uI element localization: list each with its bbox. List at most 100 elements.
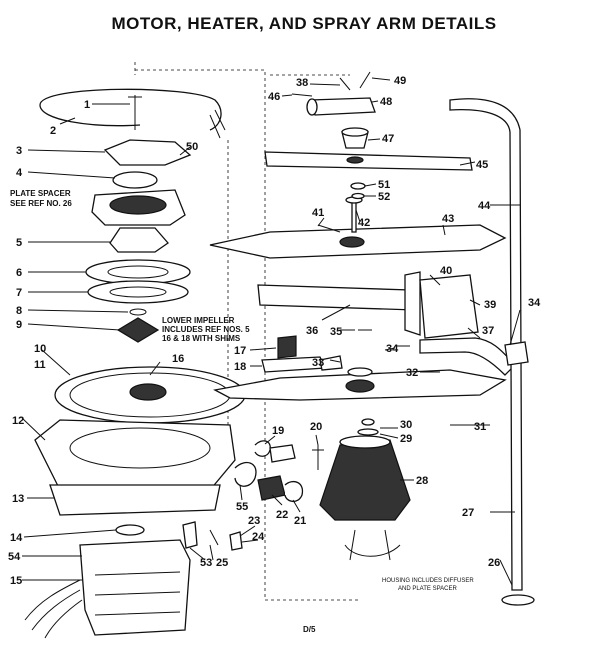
callout-16: 16 [172, 353, 184, 365]
note-plate-spacer-2: SEE REF NO. 26 [10, 199, 72, 208]
fitting [312, 445, 324, 470]
washer-29 [357, 428, 379, 436]
motor-seal [115, 524, 145, 536]
clip [269, 444, 296, 463]
callout-42: 42 [358, 217, 370, 229]
callout-36: 36 [306, 325, 318, 337]
callout-32: 32 [406, 367, 418, 379]
callout-44: 44 [478, 200, 491, 212]
callout-39: 39 [484, 299, 496, 311]
callout-26: 26 [488, 557, 500, 569]
callout-37: 37 [482, 325, 494, 337]
tube-bracket [404, 271, 421, 336]
callout-21: 21 [294, 515, 306, 527]
callout-50: 50 [186, 141, 198, 153]
callout-47: 47 [382, 133, 394, 145]
callout-34-center: 34 [386, 343, 399, 355]
bracket-plate [103, 139, 192, 166]
callout-23: 23 [248, 515, 260, 527]
callout-18: 18 [234, 361, 246, 373]
spray-arm-nut [347, 367, 373, 377]
callout-51: 51 [378, 179, 390, 191]
callout-15: 15 [10, 575, 22, 587]
callout-19: 19 [272, 425, 284, 437]
screw-25 [209, 529, 219, 546]
water-tube [257, 284, 416, 311]
motor [79, 539, 191, 636]
note-housing-2: AND PLATE SPACER [398, 586, 457, 592]
callout-8: 8 [16, 305, 22, 317]
hose [257, 475, 286, 501]
screw [128, 95, 142, 130]
callout-12: 12 [12, 415, 24, 427]
screw-41 [317, 224, 341, 233]
callout-6: 6 [16, 267, 22, 279]
clamp [254, 440, 271, 457]
mounting-plate [419, 274, 479, 339]
callout-49: 49 [394, 75, 406, 87]
nut-30 [361, 418, 375, 426]
callout-5: 5 [16, 237, 22, 249]
callout-33: 33 [312, 357, 324, 369]
callout-22: 22 [276, 509, 288, 521]
inlet-pipe [419, 337, 516, 376]
note-plate-spacer-1: PLATE SPACER [10, 189, 71, 198]
callout-27: 27 [462, 507, 474, 519]
lower-impeller [116, 317, 160, 343]
callout-35: 35 [330, 326, 342, 338]
callout-52: 52 [378, 191, 390, 203]
seal-ring [87, 280, 189, 304]
callout-31: 31 [474, 421, 486, 433]
hose-clamp [234, 461, 257, 487]
callout-25: 25 [216, 557, 228, 569]
note-lower-impeller-3: 16 & 18 WITH SHIMS [162, 334, 241, 343]
impeller-cap [109, 227, 169, 253]
callout-43: 43 [442, 213, 454, 225]
bracket-53 [182, 521, 198, 549]
callout-2: 2 [50, 125, 56, 137]
washer-51 [350, 182, 366, 190]
callout-17: 17 [234, 345, 246, 357]
callout-53: 53 [200, 557, 212, 569]
callout-30: 30 [400, 419, 412, 431]
callout-48: 48 [380, 96, 392, 108]
spray-arm-bolt [351, 199, 357, 233]
note-housing-1: HOUSING INCLUDES DIFFUSER [382, 578, 474, 584]
diagram-title: MOTOR, HEATER, AND SPRAY ARM DETAILS [111, 14, 497, 33]
coupling [277, 335, 297, 359]
callout-3: 3 [16, 145, 22, 157]
callout-13: 13 [12, 493, 24, 505]
callout-41: 41 [312, 207, 324, 219]
gear [112, 171, 158, 189]
tube-base [501, 594, 535, 606]
callout-7: 7 [16, 287, 22, 299]
callout-55: 55 [236, 501, 248, 513]
note-lower-impeller-1: LOWER IMPELLER [162, 316, 235, 325]
callout-14: 14 [10, 532, 23, 544]
callout-45: 45 [476, 159, 488, 171]
support-bracket [319, 355, 343, 371]
supply-tube [449, 98, 523, 591]
callout-4: 4 [16, 167, 23, 179]
callout-24: 24 [252, 531, 265, 543]
elbow-fitting [504, 341, 529, 366]
callout-11: 11 [34, 359, 46, 371]
callout-40: 40 [440, 265, 452, 277]
page-code: D/5 [303, 625, 316, 634]
callout-38: 38 [296, 77, 308, 89]
callout-54: 54 [8, 551, 21, 563]
base-plate [49, 484, 221, 516]
upper-spray-bracket [264, 151, 473, 171]
nozzle-assembly [309, 97, 376, 116]
callout-29: 29 [400, 433, 412, 445]
callout-28: 28 [416, 475, 428, 487]
callout-20: 20 [310, 421, 322, 433]
clamp-small [284, 481, 304, 503]
diffuser-housing [319, 439, 411, 521]
callout-1: 1 [84, 99, 90, 111]
callout-10: 10 [34, 343, 46, 355]
note-lower-impeller-2: INCLUDES REF NOS. 5 [162, 325, 250, 334]
callout-46: 46 [268, 91, 280, 103]
callout-34-right: 34 [528, 297, 541, 309]
washer-52 [351, 192, 365, 200]
